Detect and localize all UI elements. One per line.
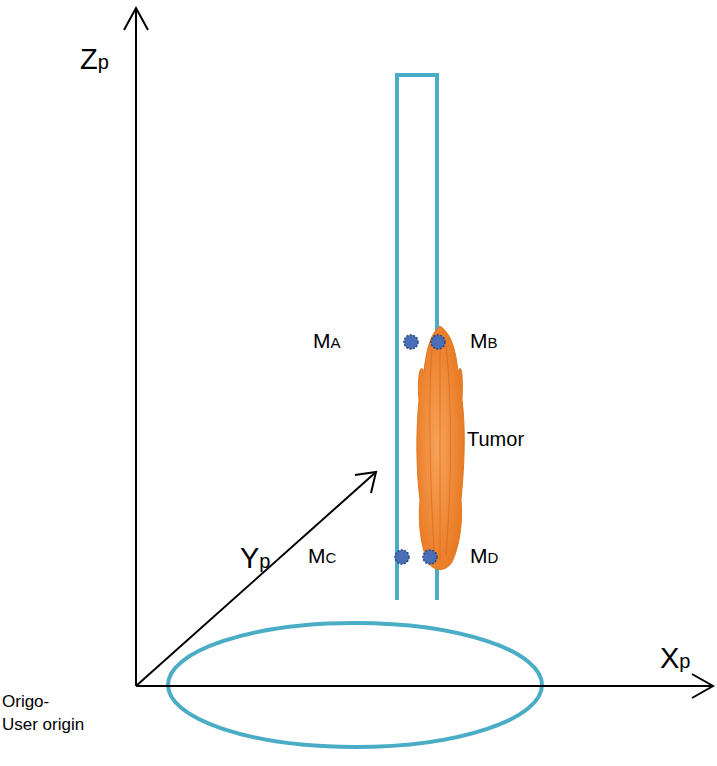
marker-label: MC [308,544,336,567]
axis-label: Xp [660,643,690,675]
markers [395,335,445,564]
tumor-shape [417,326,464,570]
marker-label: MB [470,329,498,352]
marker-label: MA [313,329,341,352]
tumor-label: Tumor [467,428,524,450]
axes [124,8,713,698]
origin-label: User origin [2,716,84,735]
marker-label: MD [470,544,498,567]
axis-label: Zp [80,44,109,76]
axis-label: Yp [240,543,270,575]
origin-label: Origo- [2,693,49,712]
tube-gap [397,597,437,605]
